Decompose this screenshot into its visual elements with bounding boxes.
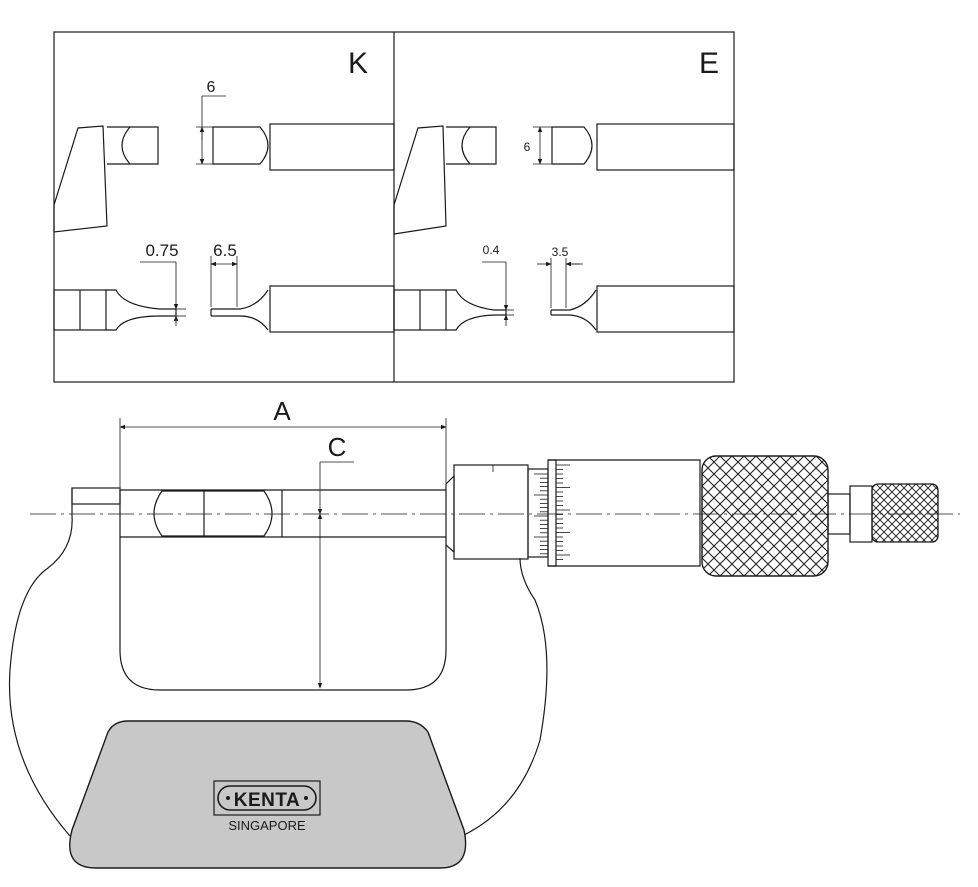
- frame-inner: [119, 490, 447, 691]
- detail-e: E 6 0.4: [393, 47, 735, 333]
- anvil-frame-k: [53, 125, 108, 233]
- frame-outer-left: [8, 488, 73, 837]
- anvil: [71, 487, 121, 505]
- logo-brand: KENTA: [234, 790, 301, 811]
- sleeve-mount: [453, 464, 529, 560]
- detail-panel: K 6 0.75: [53, 31, 735, 383]
- sleeve: [527, 468, 549, 558]
- frame-outer-right: [461, 557, 548, 837]
- detail-e-dim-width: 3.5: [552, 245, 569, 259]
- logo-country: SINGAPORE: [228, 818, 306, 833]
- spindle-slot: [153, 490, 273, 537]
- spindle-tip-e: [551, 126, 593, 165]
- spindle-blade-e: [551, 289, 597, 311]
- blade-tip-e: [446, 289, 507, 331]
- insulating-plate: [69, 720, 467, 869]
- thimble-knurl[interactable]: [701, 455, 829, 577]
- detail-k-dim-tip: 0.75: [145, 241, 178, 260]
- micrometer: A C KENTA SINGAPORE: [8, 396, 960, 869]
- detail-k-dim-width: 6.5: [213, 241, 237, 260]
- detail-k-title: K: [348, 47, 368, 80]
- spindle-tip-k: [212, 126, 269, 165]
- dim-c-label: C: [328, 432, 347, 462]
- dim-a-label: A: [273, 396, 291, 426]
- detail-e-dim-height: 6: [524, 140, 531, 154]
- anvil-frame-e: [393, 125, 447, 235]
- anvil-e: [446, 126, 497, 165]
- detail-k-dim-height: 6: [207, 79, 216, 96]
- blade-tip-k: [106, 289, 177, 331]
- kenta-logo: KENTA SINGAPORE: [213, 780, 321, 833]
- spindle-blade-k: [211, 289, 269, 310]
- thimble-ticks: [556, 464, 570, 560]
- spindle-body-k: [269, 285, 395, 333]
- spindle-k: [269, 123, 395, 171]
- detail-e-title: E: [699, 47, 719, 80]
- thimble: [547, 459, 701, 567]
- detail-k: K 6 0.75: [53, 47, 395, 333]
- sleeve-ticks: [534, 473, 548, 555]
- spindle-body-e: [596, 285, 735, 333]
- anvil-k: [107, 126, 159, 165]
- anvil-concave-k: [121, 126, 131, 165]
- spindle-e: [596, 123, 735, 171]
- ratchet-knob[interactable]: [871, 483, 939, 543]
- detail-e-dim-tip: 0.4: [483, 243, 500, 257]
